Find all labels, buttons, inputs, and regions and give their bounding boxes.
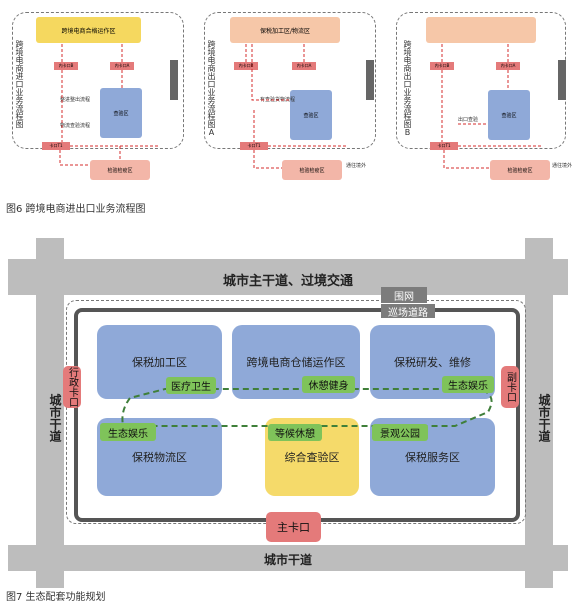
fig6-caption: 图6 跨境电商进出口业务流程图 xyxy=(6,204,146,215)
road-left-label: 城市干道 xyxy=(48,394,62,442)
gate-main: 主卡口 xyxy=(266,512,321,542)
inspection-area: 查验区 xyxy=(488,90,530,140)
label-eco-right: 生态娱乐 xyxy=(442,376,494,393)
anno-1: 整进整出流程 xyxy=(60,97,91,103)
side-label: 跨境电商进口业务流程图 xyxy=(15,40,24,128)
gate-t1: 卡口T1 xyxy=(430,142,458,150)
road-bottom-label: 城市干道 xyxy=(263,553,312,567)
gate-secondary: 副卡口 xyxy=(501,366,519,408)
top-box: 保税加工区/物流区 xyxy=(230,17,340,43)
label-waiting: 等候休憩 xyxy=(268,424,322,441)
road-right-label: 城市干道 xyxy=(537,394,551,442)
gate-b: 内卡口B xyxy=(234,62,258,70)
fig6-panel-export-a: 保税加工区/物流区 跨境电商出口业务流程图A 内卡口B 内卡口A 查验区 卡口T… xyxy=(196,0,388,190)
label-eco-left: 生态娱乐 xyxy=(100,423,156,441)
gate-a: 内卡口A xyxy=(496,62,520,70)
quarantine: 检验检疫区 xyxy=(90,160,150,180)
fence-label: 围网 xyxy=(381,287,427,303)
anno-2: 通往境外 xyxy=(552,163,573,169)
anno-1: 出口查验 xyxy=(458,117,479,123)
gate-b: 内卡口B xyxy=(54,62,78,70)
top-box xyxy=(426,17,536,43)
gate-t1: 卡口T1 xyxy=(240,142,268,150)
top-box: 跨境电商合格运作区 xyxy=(36,17,141,43)
gate-a: 内卡口A xyxy=(110,62,134,70)
road-left xyxy=(36,238,64,588)
quarantine: 检验检疫区 xyxy=(490,160,550,180)
gate-b: 内卡口B xyxy=(430,62,454,70)
gate-a: 内卡口A xyxy=(292,62,316,70)
quarantine: 检验检疫区 xyxy=(282,160,342,180)
road-top-label: 城市主干道、过境交通 xyxy=(222,274,353,289)
gate-admin: 行政卡口 xyxy=(63,366,81,408)
side-label: 跨境电商出口业务流程图B xyxy=(403,40,412,137)
inspection-area: 查验区 xyxy=(290,90,332,140)
fig6-panel-export-b: 跨境电商出口业务流程图B 内卡口B 内卡口A 查验区 卡口T1 检验检疫区 出口… xyxy=(392,0,576,190)
anno-2: 物流查验流程 xyxy=(60,123,91,129)
anno-2: 通往境外 xyxy=(346,163,367,169)
zone-bonded-processing: 保税加工区 xyxy=(97,325,222,399)
side-label: 跨境电商出口业务流程图A xyxy=(207,40,216,137)
road-right xyxy=(525,238,553,588)
inspection-area: 查验区 xyxy=(100,88,142,138)
fig6-panel-import: 跨境电商合格运作区 跨境电商进口业务流程图 内卡口B 内卡口A 查验区 卡口T1… xyxy=(0,0,192,190)
label-fitness: 休憩健身 xyxy=(302,376,355,393)
gate-t1: 卡口T1 xyxy=(42,142,70,150)
label-medical: 医疗卫生 xyxy=(166,377,216,394)
road-bottom xyxy=(8,545,568,571)
fig7-caption: 图7 生态配套功能规划 xyxy=(6,592,106,603)
patrol-label: 巡场道路 xyxy=(381,304,435,319)
road-top xyxy=(8,259,568,295)
label-park: 景观公园 xyxy=(372,424,428,441)
